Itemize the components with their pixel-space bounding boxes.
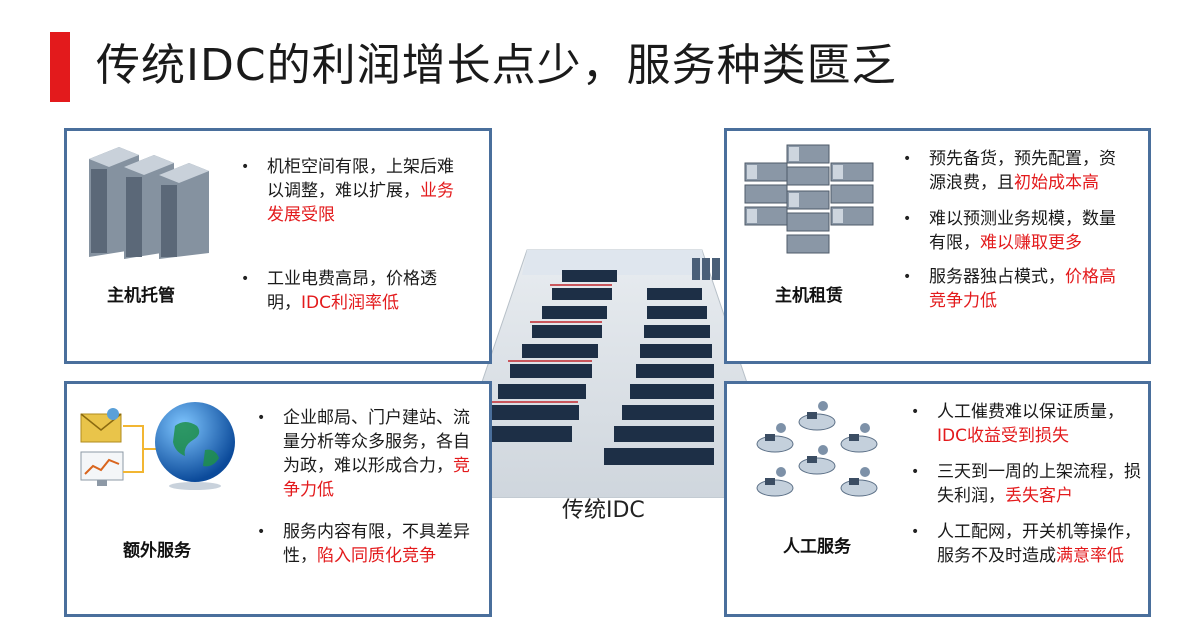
list-item: 预先备货，预先配置，资源浪费，且初始成本高 bbox=[899, 147, 1129, 195]
list-item: 工业电费高昂，价格透明，IDC利润率低 bbox=[237, 267, 467, 315]
panel-rental: 主机租赁 预先备货，预先配置，资源浪费，且初始成本高 难以预测业务规模，数量有限… bbox=[724, 128, 1151, 364]
mail-icon bbox=[80, 408, 122, 443]
analytics-monitor-icon bbox=[80, 451, 124, 486]
list-item: 服务内容有限，不具差异性，陷入同质化竞争 bbox=[253, 520, 483, 568]
list-item: 机柜空间有限，上架后难以调整，难以扩展，业务发展受限 bbox=[237, 155, 467, 227]
globe-icon bbox=[155, 402, 235, 490]
list-item: 三天到一周的上架流程，损失利润，丢失客户 bbox=[907, 460, 1143, 508]
bullet-list: 人工催费难以保证质量，IDC收益受到损失 三天到一周的上架流程，损失利润，丢失客… bbox=[907, 400, 1143, 588]
panel-hosting: 主机托管 机柜空间有限，上架后难以调整，难以扩展，业务发展受限 工业电费高昂，价… bbox=[64, 128, 492, 364]
server-tower-icon bbox=[89, 147, 209, 259]
bullet-list: 企业邮局、门户建站、流量分析等众多服务，各自为政，难以形成合力，竞争力低 服务内… bbox=[253, 406, 483, 588]
panel-caption: 额外服务 bbox=[123, 541, 191, 561]
panel-caption: 主机托管 bbox=[107, 286, 175, 306]
list-item: 人工配网，开关机等操作，服务不及时造成满意率低 bbox=[907, 520, 1143, 568]
list-item: 难以预测业务规模，数量有限，难以赚取更多 bbox=[899, 207, 1129, 255]
datacenter-image bbox=[451, 249, 780, 498]
panel-caption: 主机租赁 bbox=[775, 286, 843, 306]
title-accent-bar bbox=[50, 32, 70, 102]
list-item: 人工催费难以保证质量，IDC收益受到损失 bbox=[907, 400, 1143, 448]
panel-extra: 额外服务 企业邮局、门户建站、流量分析等众多服务，各自为政，难以形成合力，竞争力… bbox=[64, 381, 492, 617]
workers-at-desks-icon bbox=[756, 401, 878, 497]
list-item: 企业邮局、门户建站、流量分析等众多服务，各自为政，难以形成合力，竞争力低 bbox=[253, 406, 483, 502]
bullet-list: 机柜空间有限，上架后难以调整，难以扩展，业务发展受限 工业电费高昂，价格透明，I… bbox=[237, 155, 467, 335]
center-caption: 传统IDC bbox=[562, 498, 645, 523]
page-title: 传统IDC的利润增长点少，服务种类匮乏 bbox=[96, 40, 897, 91]
panel-manual: 人工服务 人工催费难以保证质量，IDC收益受到损失 三天到一周的上架流程，损失利… bbox=[724, 381, 1151, 617]
list-item: 服务器独占模式，价格高竞争力低 bbox=[899, 265, 1129, 313]
bullet-list: 预先备货，预先配置，资源浪费，且初始成本高 难以预测业务规模，数量有限，难以赚取… bbox=[899, 147, 1129, 333]
server-rack-icon bbox=[744, 144, 874, 254]
panel-caption: 人工服务 bbox=[783, 537, 851, 557]
